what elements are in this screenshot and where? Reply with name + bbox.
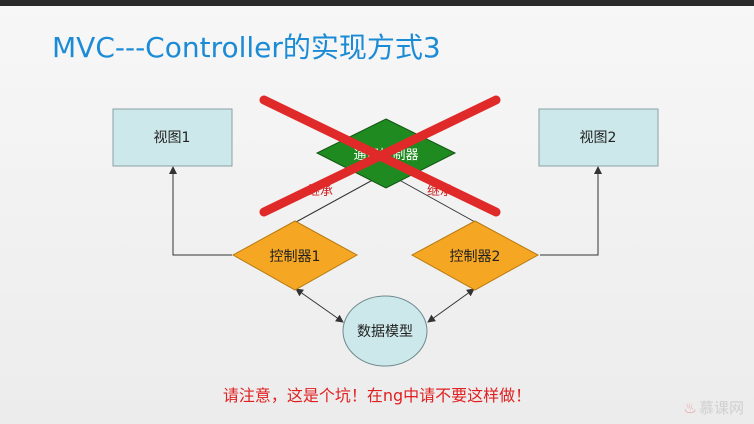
data-model-label: 数据模型: [357, 324, 413, 340]
edge-controller2-to-view2: [540, 166, 602, 256]
edge-controller1-inherit: [295, 175, 381, 223]
edge-controller1-model: [295, 288, 344, 323]
controller1-label: 控制器1: [270, 249, 321, 265]
slide-title: MVC---Controller的实现方式3: [52, 31, 441, 64]
edge-controller1-to-view1: [169, 166, 232, 256]
brand-logo: ♨慕课网: [684, 397, 744, 418]
view2-box: 视图2: [538, 108, 659, 167]
data-model-node: 数据模型: [342, 295, 428, 367]
warning-text: 请注意，这是个坑！在ng中请不要这样做！: [222, 386, 532, 405]
controller2-label: 控制器2: [450, 249, 501, 265]
edge-controller2-inherit: [391, 175, 476, 223]
controller2-node: 控制器2: [410, 220, 540, 291]
view1-label: 视图1: [154, 130, 191, 146]
controller1-node: 控制器1: [231, 220, 359, 291]
view1-box: 视图1: [112, 108, 233, 167]
flame-icon: ♨: [683, 399, 697, 417]
brand-logo-text: 慕课网: [698, 399, 744, 417]
top-bar: [0, 0, 754, 6]
edge-controller2-model: [427, 288, 475, 323]
cross-out-mark: [259, 95, 501, 217]
view2-label: 视图2: [580, 130, 617, 146]
connectors: [169, 166, 602, 323]
